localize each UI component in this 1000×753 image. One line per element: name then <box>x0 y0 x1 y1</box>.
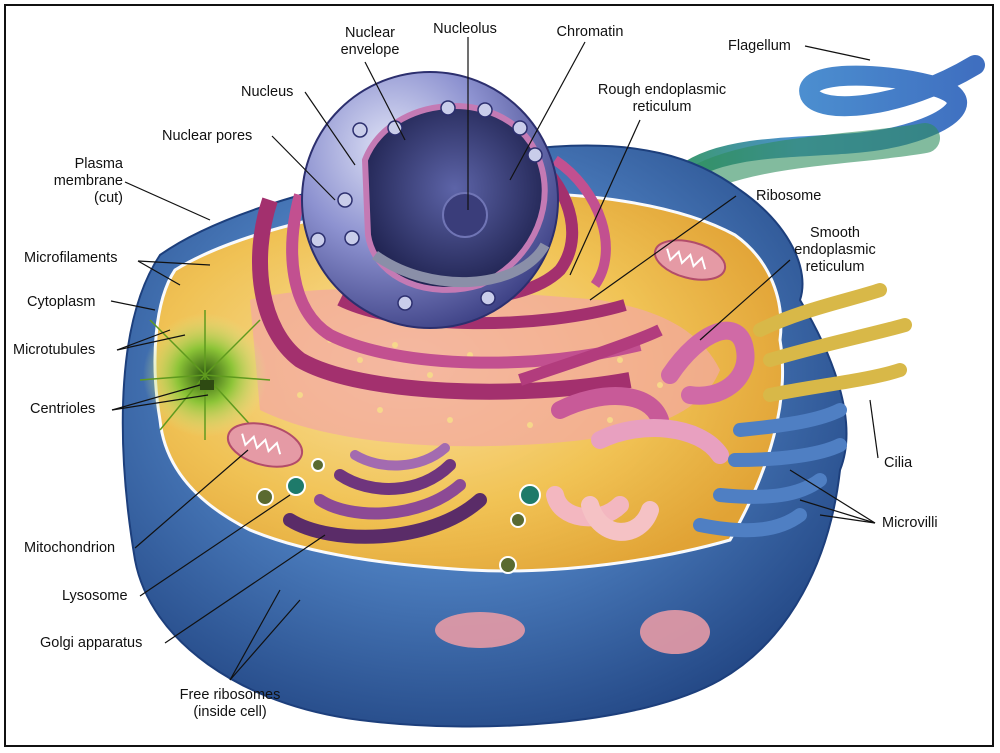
label-plasma-membrane: Plasma membrane (cut) <box>53 156 123 206</box>
label-nucleolus: Nucleolus <box>433 21 497 37</box>
label-microvilli: Microvilli <box>882 515 938 531</box>
label-nucleus: Nucleus <box>241 84 294 100</box>
label-cilia: Cilia <box>884 455 913 471</box>
label-free-ribosomes: Free ribosomes (inside cell) <box>179 687 281 720</box>
label-microfilaments: Microfilaments <box>24 250 118 266</box>
label-lysosome: Lysosome <box>62 588 128 604</box>
label-flagellum: Flagellum <box>728 38 791 54</box>
label-rough-er: Rough endoplasmic reticulum <box>597 82 727 115</box>
label-cytoplasm: Cytoplasm <box>27 294 96 310</box>
label-centrioles: Centrioles <box>30 401 96 417</box>
label-microtubules: Microtubules <box>13 342 96 358</box>
label-nuclear-envelope: Nuclear envelope <box>340 25 400 58</box>
label-ribosome: Ribosome <box>756 188 822 204</box>
label-nuclear-pores: Nuclear pores <box>162 128 253 144</box>
label-smooth-er: Smooth endoplasmic reticulum <box>794 225 876 275</box>
label-mitochondrion: Mitochondrion <box>24 540 116 556</box>
label-chromatin: Chromatin <box>556 24 624 40</box>
label-golgi-apparatus: Golgi apparatus <box>40 635 143 651</box>
